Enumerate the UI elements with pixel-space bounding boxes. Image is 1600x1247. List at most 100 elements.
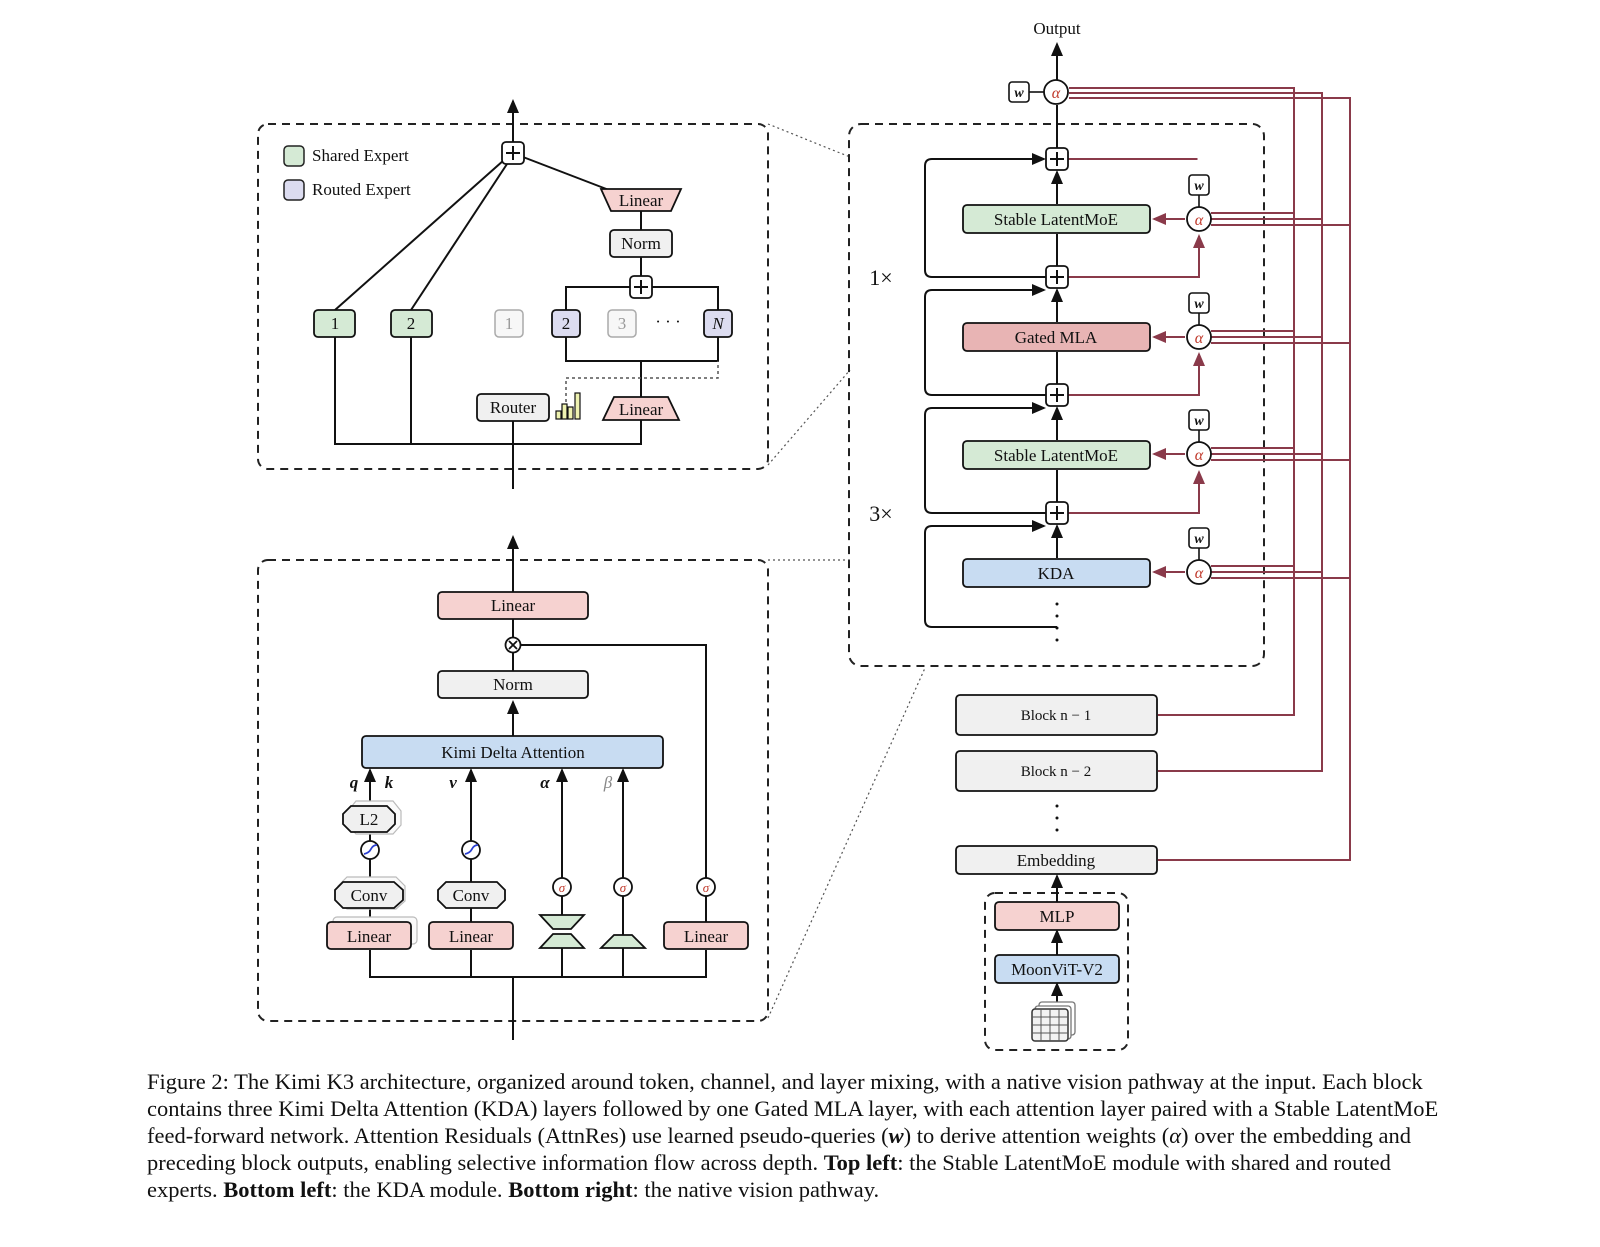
stack-layer-gated-mla-label: Gated MLA bbox=[1015, 328, 1098, 347]
kda-beta-sigma bbox=[613, 877, 633, 897]
router-scores-icon bbox=[555, 392, 581, 420]
kda-qk-conv-label: Conv bbox=[351, 886, 388, 905]
vision-vit-label: MoonViT-V2 bbox=[1011, 960, 1103, 979]
kda-v-linear bbox=[428, 921, 514, 950]
attnres-alpha-nodes bbox=[1043, 79, 1212, 585]
kda-gate-linear bbox=[663, 921, 749, 950]
routed-expert-1 bbox=[494, 309, 524, 338]
w-layer-1: w bbox=[1194, 179, 1204, 194]
stack-layer-latentmoe-1-label: Stable LatentMoE bbox=[994, 210, 1118, 229]
kda-gate-sigma bbox=[696, 877, 716, 897]
residual-sum-nodes bbox=[1045, 147, 1069, 525]
kda-alpha-down-proj bbox=[537, 914, 587, 930]
kda-input-alpha: α bbox=[540, 773, 550, 792]
kda-gate-sigma-label: σ bbox=[703, 880, 710, 895]
legend-shared-swatch bbox=[283, 145, 305, 167]
kda-qk-conv bbox=[334, 881, 404, 909]
vision-mlp bbox=[994, 901, 1120, 931]
repeat-3x-label: 3× bbox=[869, 501, 892, 526]
kda-input-q: q bbox=[350, 773, 359, 792]
stack-layer-kda bbox=[962, 558, 1151, 588]
caption-alpha-symbol: α bbox=[1169, 1123, 1182, 1148]
moe-linear-top bbox=[599, 188, 683, 212]
alpha-layer-3: α bbox=[1195, 447, 1204, 464]
stack-dashed-frame bbox=[848, 123, 1265, 667]
routed-expert-3 bbox=[607, 309, 637, 338]
moe-linear-bottom bbox=[601, 396, 681, 421]
kda-alpha-up-proj bbox=[537, 933, 587, 949]
moe-router bbox=[476, 393, 550, 422]
kda-v-linear-label: Linear bbox=[449, 927, 494, 946]
stack-layer-latentmoe-1 bbox=[962, 204, 1151, 234]
vision-vit bbox=[994, 954, 1120, 984]
kda-alpha-sigma bbox=[552, 877, 572, 897]
architecture-diagram: Shared Expert Routed Expert Lin bbox=[257, 19, 1351, 1051]
kda-v-conv-label: Conv bbox=[453, 886, 490, 905]
kda-input-k: k bbox=[385, 773, 394, 792]
routed-expert-2 bbox=[551, 309, 581, 338]
moe-linear-bottom-label: Linear bbox=[619, 400, 664, 419]
block-n-minus-2 bbox=[955, 750, 1158, 792]
latentmoe-module: Shared Expert Routed Expert Lin bbox=[257, 99, 769, 489]
legend-routed-swatch bbox=[283, 179, 305, 201]
moe-router-label: Router bbox=[490, 398, 537, 417]
kimi-delta-attention-label: Kimi Delta Attention bbox=[441, 743, 585, 762]
vision-pathway: MLP MoonViT-V2 bbox=[984, 874, 1129, 1051]
repeat-1x-label: 1× bbox=[869, 265, 892, 290]
stack-layer-latentmoe-2 bbox=[962, 440, 1151, 470]
kda-beta-sigma-label: σ bbox=[620, 880, 627, 895]
image-patches-icon bbox=[1031, 1001, 1076, 1042]
kda-input-beta: β bbox=[603, 773, 613, 792]
shared-expert-2 bbox=[390, 309, 433, 338]
kda-norm bbox=[437, 670, 589, 699]
kda-l2-label: L2 bbox=[360, 810, 379, 829]
block-n-minus-2-label: Block n − 2 bbox=[1021, 764, 1092, 780]
shared-expert-1 bbox=[313, 309, 356, 338]
block-n-minus-1-label: Block n − 1 bbox=[1021, 708, 1092, 724]
kda-v-conv bbox=[437, 881, 506, 909]
alpha-layer-1: α bbox=[1195, 212, 1204, 229]
legend-routed-label: Routed Expert bbox=[312, 180, 411, 199]
kda-beta-proj bbox=[598, 934, 648, 949]
embedding-label: Embedding bbox=[1017, 851, 1096, 870]
output-label: Output bbox=[1033, 19, 1081, 38]
alpha-output: α bbox=[1052, 85, 1061, 102]
moe-norm bbox=[609, 229, 673, 258]
legend-shared-label: Shared Expert bbox=[312, 146, 409, 165]
w-layer-3: w bbox=[1194, 414, 1204, 429]
stack-layer-latentmoe-2-label: Stable LatentMoE bbox=[994, 446, 1118, 465]
kda-linear-out-label: Linear bbox=[491, 596, 536, 615]
routed-expert-n-label: N bbox=[711, 314, 725, 333]
kda-norm-label: Norm bbox=[493, 675, 533, 694]
stack-layer-kda-label: KDA bbox=[1038, 564, 1076, 583]
zoom-guides bbox=[767, 123, 926, 1019]
w-layer-4: w bbox=[1194, 532, 1204, 547]
attnres-routing bbox=[1068, 87, 1351, 861]
shared-expert-2-label: 2 bbox=[407, 314, 416, 333]
w-layer-2: w bbox=[1194, 297, 1204, 312]
vision-mlp-label: MLP bbox=[1040, 907, 1075, 926]
kda-alpha-sigma-label: σ bbox=[559, 880, 566, 895]
caption-w-symbol: w bbox=[888, 1123, 904, 1148]
kda-module: Linear Norm Kimi Delta Attention q k v α… bbox=[257, 535, 769, 1040]
pseudo-query-w-boxes bbox=[1008, 81, 1210, 549]
routed-expert-2-label: 2 bbox=[562, 314, 571, 333]
shared-expert-1-label: 1 bbox=[331, 314, 340, 333]
alpha-layer-4: α bbox=[1195, 565, 1204, 582]
alpha-layer-2: α bbox=[1195, 330, 1204, 347]
w-output: w bbox=[1014, 86, 1024, 101]
routed-expert-ellipsis: · · · bbox=[655, 312, 680, 331]
routed-expert-n bbox=[703, 309, 733, 338]
kda-gate-linear-label: Linear bbox=[684, 927, 729, 946]
routed-expert-3-label: 3 bbox=[618, 314, 627, 333]
kimi-delta-attention bbox=[361, 735, 664, 769]
kda-linear-out bbox=[437, 591, 589, 620]
block-n-minus-1 bbox=[955, 694, 1158, 736]
kda-input-v: v bbox=[449, 773, 457, 792]
moe-norm-label: Norm bbox=[621, 234, 661, 253]
kda-qk-linear bbox=[326, 921, 412, 950]
kda-qk-linear-label: Linear bbox=[347, 927, 392, 946]
figure-caption: Figure 2: The Kimi K3 architecture, orga… bbox=[147, 1069, 1439, 1202]
moe-linear-top-label: Linear bbox=[619, 191, 664, 210]
kda-l2 bbox=[342, 805, 396, 833]
